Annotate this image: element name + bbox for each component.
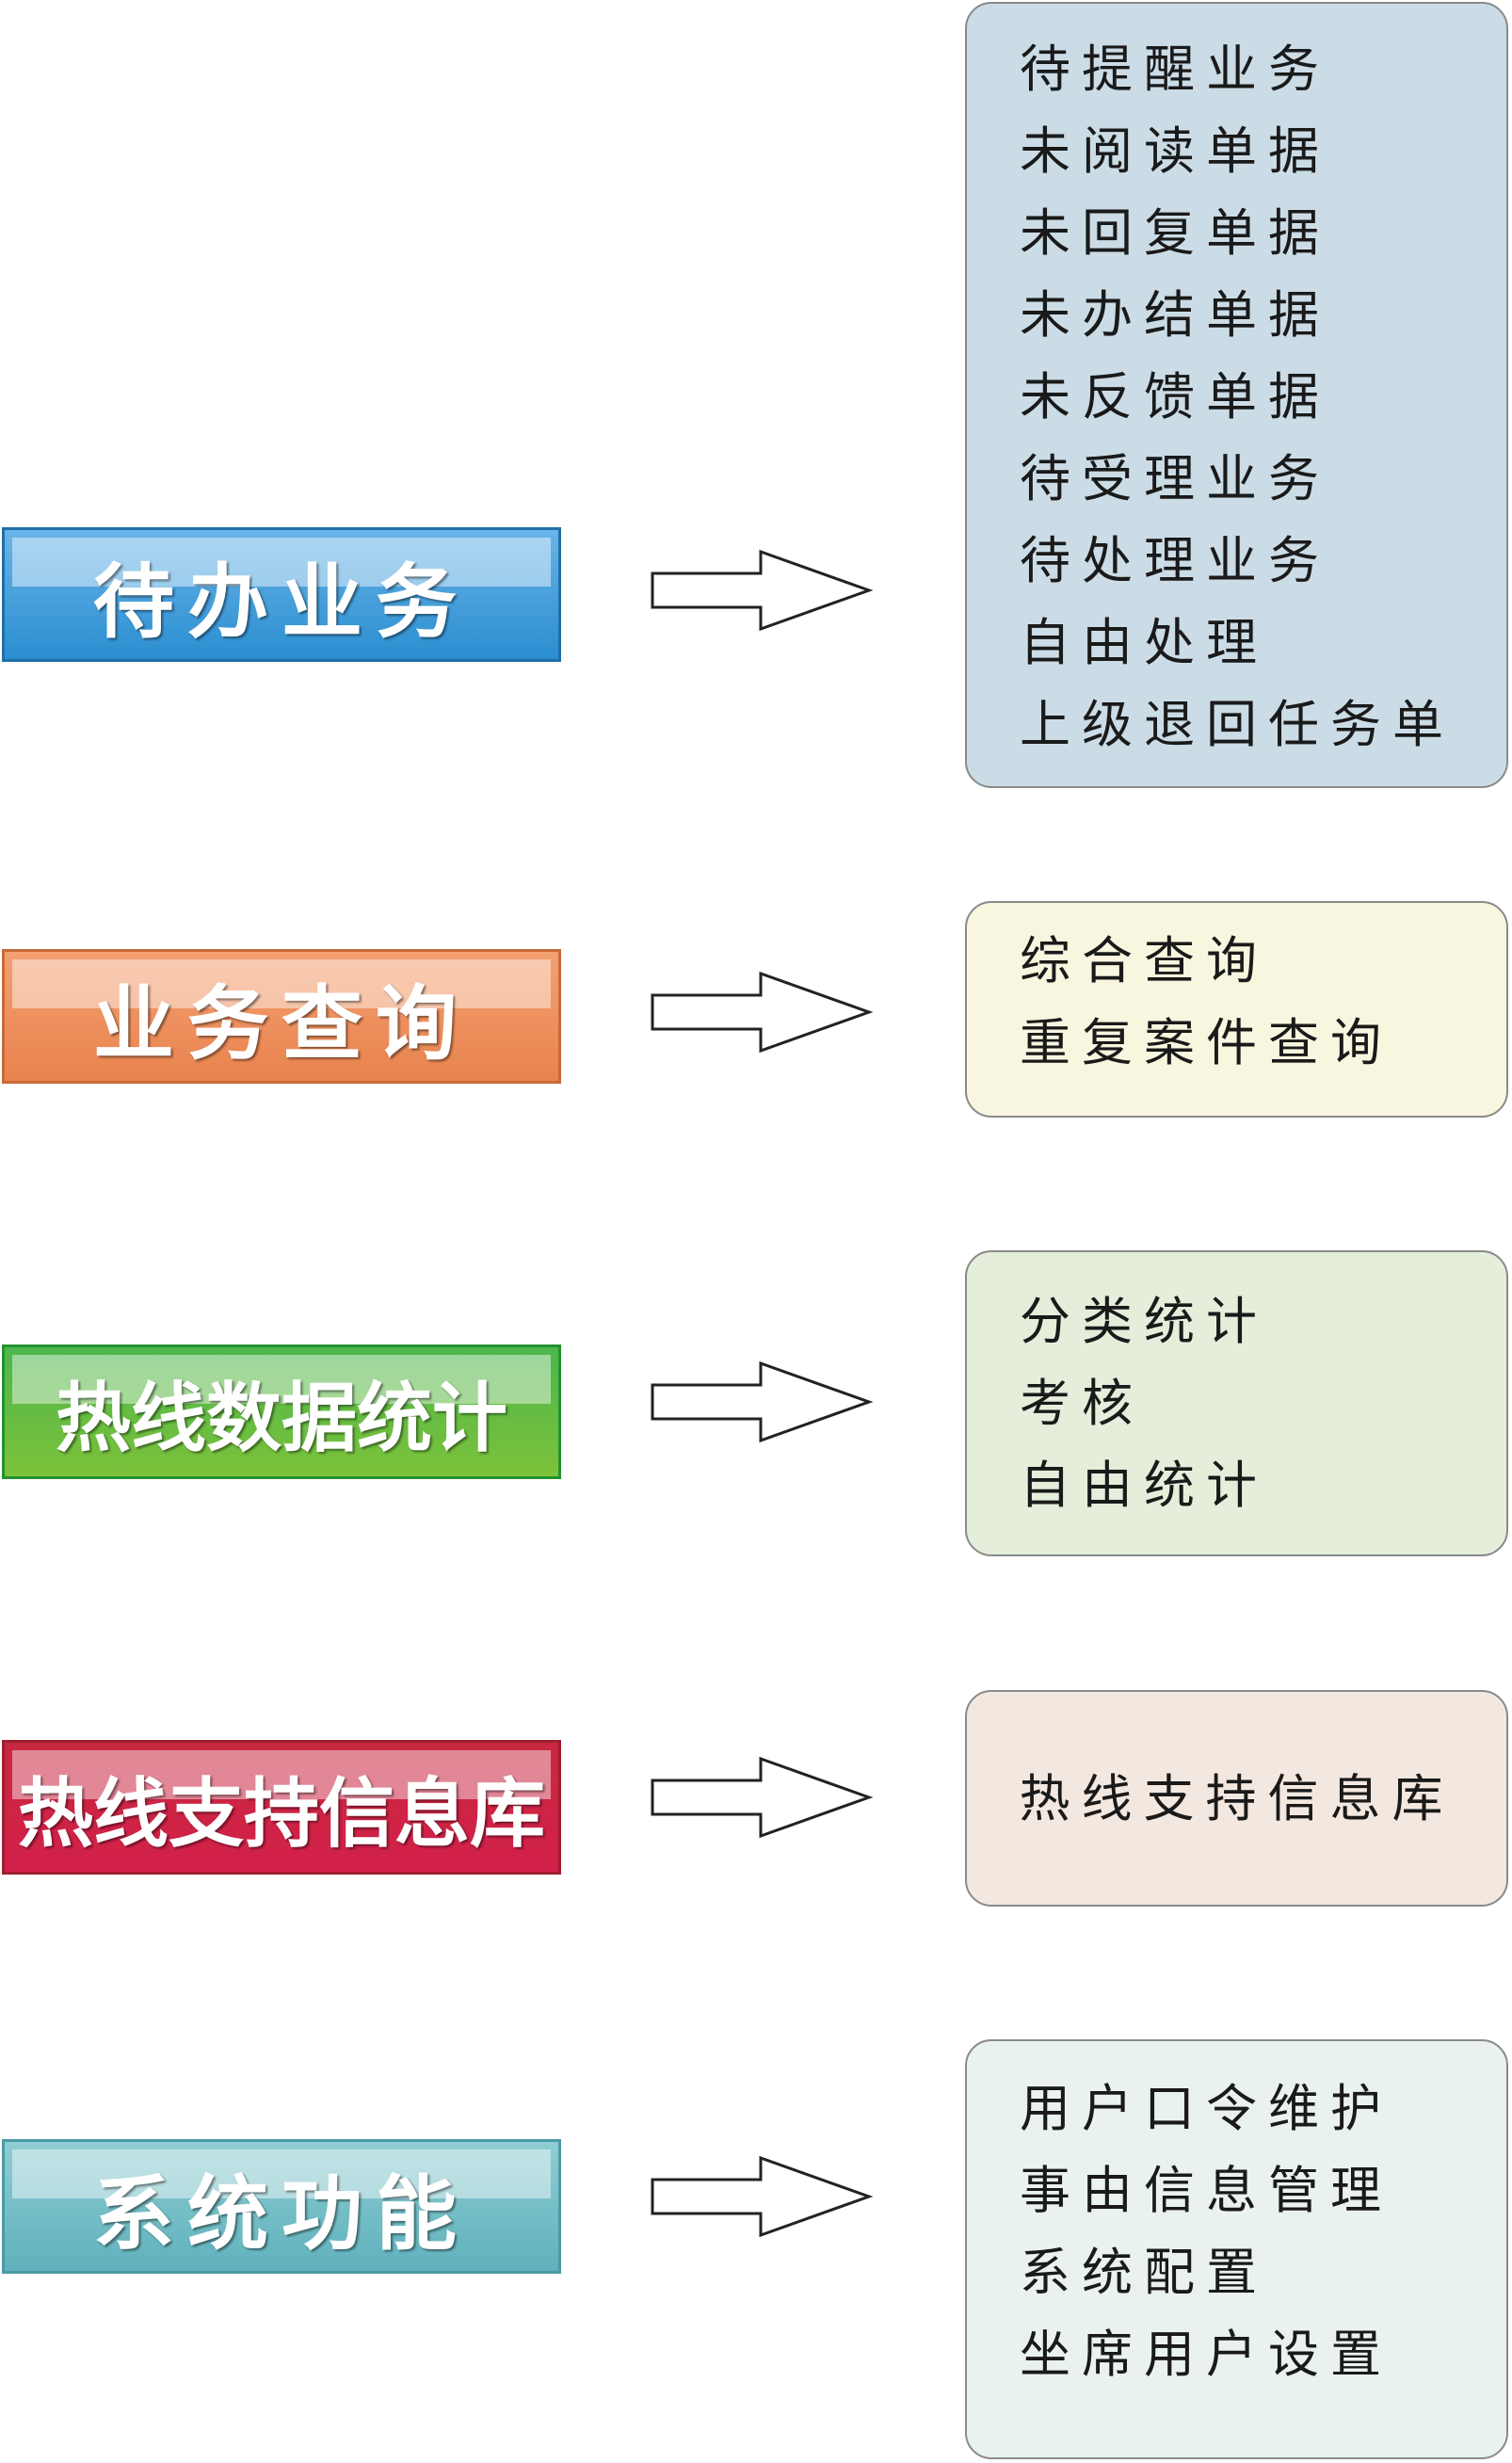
list-item[interactable]: 未阅读单据 [1020,121,1330,181]
module-button-todo[interactable]: 待办业务 [2,527,561,662]
module-button-background [5,530,558,659]
list-item[interactable]: 未回复单据 [1020,203,1330,263]
module-button-background [5,1347,558,1476]
module-button-label: 热线支持信息库 [18,1769,545,1858]
module-button-gloss [12,959,551,1008]
list-item[interactable]: 热线支持信息库 [1019,1768,1455,1828]
list-item[interactable]: 待处理业务 [1020,531,1330,590]
module-button-label: 系统功能 [93,2167,470,2262]
list-item[interactable]: 未反馈单据 [1020,367,1330,427]
list-item[interactable]: 坐席用户设置 [1020,2325,1392,2384]
hollow-right-arrow-icon [651,549,874,632]
module-button-system[interactable]: 系统功能 [2,2139,561,2274]
module-button-statistics[interactable]: 热线数据统计 [2,1344,561,1479]
module-button-label: 业务查询 [93,977,470,1071]
list-item[interactable]: 上级退回任务单 [1020,695,1455,754]
module-button-background [5,1743,558,1872]
query-items-panel: 综合查询 重复案件查询 [965,901,1508,1118]
module-button-gloss [12,538,551,587]
list-item[interactable]: 事由信息管理 [1020,2161,1392,2220]
module-button-query[interactable]: 业务查询 [2,949,561,1084]
list-item[interactable]: 分类统计 [1020,1292,1268,1351]
todo-items-panel: 待提醒业务 未阅读单据 未回复单据 未办结单据 未反馈单据 待受理业务 待处理业… [965,2,1508,788]
list-item[interactable]: 待受理业务 [1020,449,1330,508]
hollow-right-arrow-icon [651,2155,874,2238]
list-item[interactable]: 待提醒业务 [1020,40,1330,99]
statistics-items-panel: 分类统计 考核 自由统计 [965,1250,1508,1556]
list-item[interactable]: 用户口令维护 [1020,2079,1392,2138]
module-button-gloss [12,2149,551,2198]
list-item[interactable]: 重复案件查询 [1020,1013,1392,1072]
list-item[interactable]: 综合查询 [1020,931,1268,990]
module-button-gloss [12,1355,551,1404]
list-item[interactable]: 系统配置 [1020,2243,1268,2302]
system-items-panel: 用户口令维护 事由信息管理 系统配置 坐席用户设置 [965,2039,1508,2459]
hollow-right-arrow-icon [651,971,874,1054]
module-button-gloss [12,1750,551,1799]
list-item[interactable]: 考核 [1020,1374,1144,1433]
list-item[interactable]: 自由处理 [1020,613,1268,672]
hollow-right-arrow-icon [651,1360,874,1443]
module-button-label: 热线数据统计 [56,1374,507,1462]
knowledge-base-items-panel: 热线支持信息库 [965,1690,1508,1907]
list-item[interactable]: 未办结单据 [1020,285,1330,345]
hollow-right-arrow-icon [651,1756,874,1839]
list-item[interactable]: 自由统计 [1020,1456,1268,1515]
module-button-background [5,2142,558,2271]
module-button-knowledge-base[interactable]: 热线支持信息库 [2,1740,561,1875]
module-button-background [5,952,558,1081]
module-button-label: 待办业务 [93,555,470,650]
